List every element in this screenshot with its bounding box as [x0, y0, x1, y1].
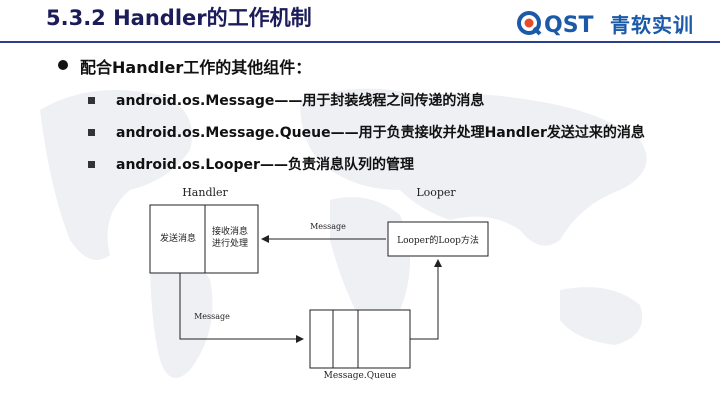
main-bullet-icon [58, 60, 68, 70]
title-divider [0, 41, 720, 43]
message-arrow-to-queue [179, 273, 304, 343]
sub-bullet-icon [88, 161, 95, 168]
sub-bullet-icon [88, 129, 95, 136]
send-message-text: 发送消息 [160, 232, 196, 244]
queue-arrow-to-looper [410, 259, 442, 340]
main-bullet-text: 配合Handler工作的其他组件： [80, 58, 312, 77]
message-queue-box [309, 309, 411, 369]
sub-bullet-message-queue: android.os.Message.Queue——用于负责接收并处理Handl… [116, 125, 645, 141]
sub-bullet-looper: android.os.Looper——负责消息队列的管理 [116, 157, 414, 173]
logo-brand-text: QST [544, 13, 594, 36]
sub-bullet-icon [88, 97, 95, 104]
logo-chinese-text: 青软实训 [610, 12, 694, 37]
looper-box-text: Looper的Loop方法 [397, 234, 479, 246]
receive-message-text: 接收消息 [212, 225, 248, 237]
qst-logo-icon: QST [517, 11, 594, 36]
handler-label: Handler [182, 186, 228, 199]
message-queue-label: Message.Queue [324, 371, 397, 381]
looper-box [387, 221, 489, 257]
message-left-label: Message [194, 312, 230, 321]
process-message-text: 进行处理 [212, 237, 248, 249]
slide-title: 5.3.2 Handler的工作机制 [46, 6, 312, 30]
handler-box [149, 204, 259, 274]
message-top-label: Message [310, 222, 346, 231]
looper-label: Looper [416, 186, 456, 199]
brand-logo: QST 青软实训 [516, 9, 694, 37]
sub-bullet-message: android.os.Message——用于封装线程之间传递的消息 [116, 93, 485, 109]
